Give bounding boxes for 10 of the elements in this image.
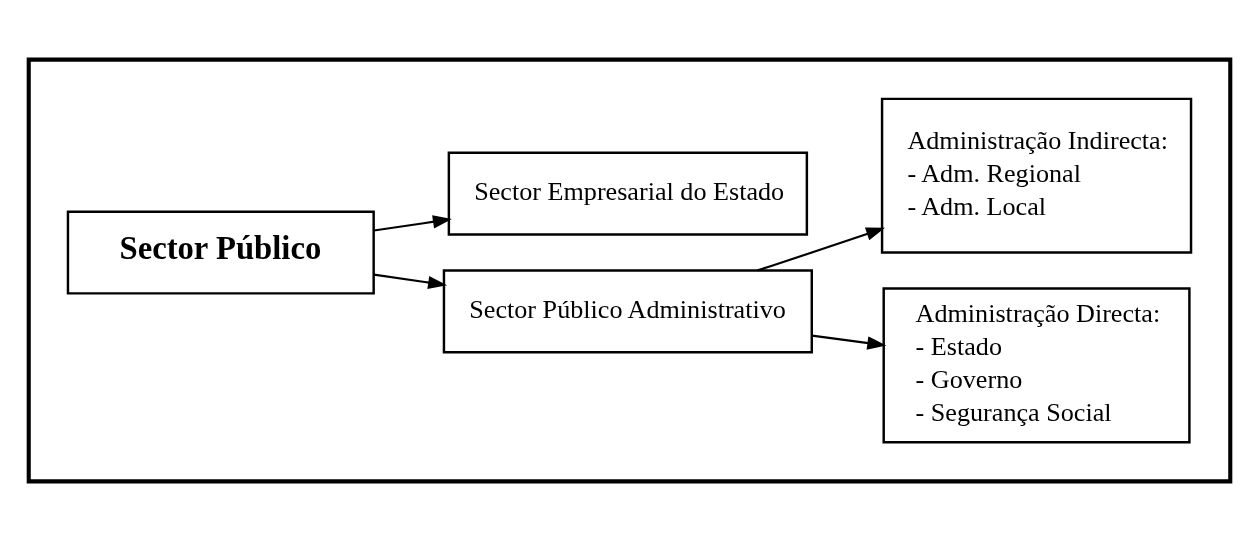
arrow xyxy=(373,273,448,290)
arrow xyxy=(373,215,452,232)
node-box: Sector Empresarial do Estado xyxy=(447,151,809,236)
node-box: Sector Público Administrativo xyxy=(442,269,813,354)
arrow xyxy=(757,227,886,272)
arrow xyxy=(811,334,887,350)
node-box: Administração Directa: - Estado - Governo - Segurança Social xyxy=(882,287,1191,444)
node-box: Sector Público xyxy=(66,210,375,295)
node-box: Administração Indirecta: - Adm. Regional - Adm. Local xyxy=(880,97,1193,254)
cluster xyxy=(26,57,1233,484)
